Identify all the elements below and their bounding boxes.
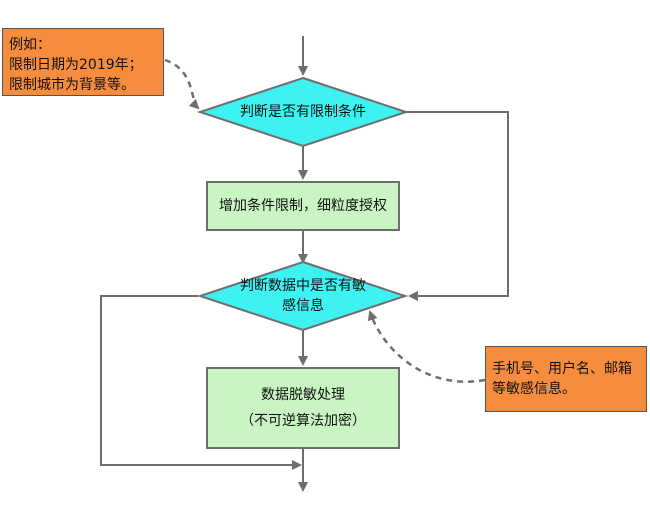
note-sensitive-info: 手机号、用户名、邮箱 等敏感信息。	[485, 346, 647, 412]
decision-sensitive-label: 判断数据中是否有敏 感信息	[240, 278, 366, 314]
arrow-decision1-no-branch	[405, 111, 509, 301]
process-add-restriction-shape	[206, 181, 400, 231]
process-desensitize-shape	[206, 367, 400, 449]
decision-restriction-shape	[196, 76, 410, 148]
note-restriction-example: 例如： 限制日期为2019年； 限制城市为背景等。	[2, 28, 164, 96]
decision-restriction-label: 判断是否有限制条件	[240, 104, 366, 120]
arrow-decision2-no-branch	[100, 295, 302, 470]
note1-connector	[164, 58, 200, 110]
process-add-restriction-label: 增加条件限制，细粒度授权	[219, 198, 387, 214]
decision-sensitive-shape	[196, 260, 409, 332]
process-desensitize-label: 数据脱敏处理 （不可逆算法加密）	[240, 387, 366, 429]
